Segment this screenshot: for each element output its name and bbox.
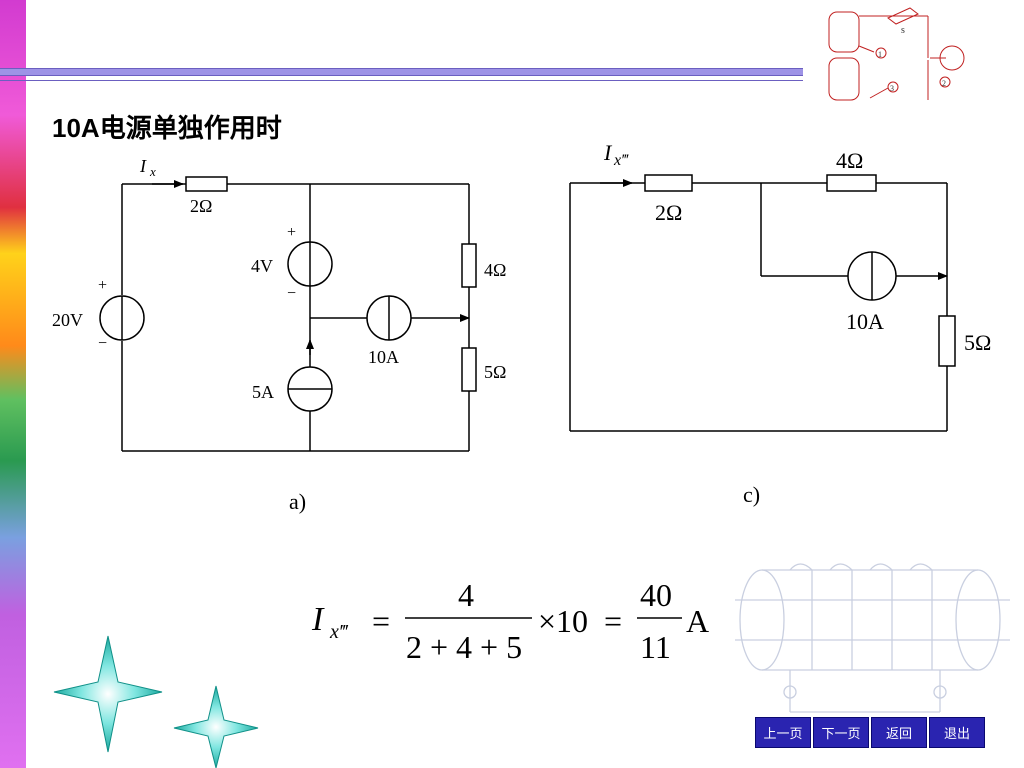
label-4v: 4V: [251, 256, 273, 276]
logo-switch-label: s: [901, 25, 905, 36]
formula-eq1: =: [372, 603, 390, 639]
formula-denominator: 2 + 4 + 5: [406, 629, 522, 665]
current-source-10a-a: [366, 295, 412, 341]
current-label-ix-a: I: [139, 156, 147, 176]
decorative-left-strip: [0, 0, 26, 768]
label-2-ohm-c: 2Ω: [655, 200, 682, 225]
logo-capacitor-bottom: [828, 57, 860, 101]
label-10a-c: 10A: [846, 309, 884, 334]
label-4-ohm-c: 4Ω: [836, 148, 863, 173]
header-rule-line: [0, 80, 803, 81]
formula-numerator: 4: [458, 577, 474, 613]
logo-mark-3: 3: [890, 84, 894, 93]
slide-title: 10A电源单独作用时: [52, 113, 282, 143]
current-subscript-c: x‴: [613, 152, 629, 169]
formula-lhs-subscript: x‴: [329, 621, 349, 643]
logo-switch: [887, 7, 919, 25]
logo-mark-2: 2: [942, 79, 946, 88]
caption-a: a): [289, 489, 307, 514]
resistor-5-ohm-c: [938, 315, 956, 367]
resistor-5-ohm-a: [461, 347, 477, 392]
label-5a: 5A: [252, 382, 274, 402]
back-button[interactable]: 返回: [871, 717, 927, 748]
label-20v: 20V: [52, 310, 83, 330]
prev-page-button[interactable]: 上一页: [755, 717, 811, 748]
resistor-2-ohm-a: [185, 176, 228, 192]
formula-result-denominator: 11: [640, 629, 671, 665]
resistor-4-ohm-c: [826, 174, 877, 192]
formula-lhs: I: [311, 601, 325, 638]
formula-unit: A: [686, 603, 709, 639]
star-icon-small: [173, 685, 259, 768]
logo-capacitor-top: [828, 11, 860, 53]
label-2-ohm-a: 2Ω: [190, 196, 212, 216]
label-4-ohm-a: 4Ω: [484, 260, 506, 280]
resistor-2-ohm-c: [644, 174, 693, 192]
current-subscript-a: x: [149, 164, 156, 179]
current-source-5a: [287, 366, 333, 412]
formula-times: ×10: [538, 603, 588, 639]
minus-4v: −: [287, 285, 296, 302]
plus-4v: +: [287, 224, 296, 241]
current-source-10a-c: [847, 251, 897, 301]
caption-c: c): [743, 482, 761, 507]
header-rule-bar: [0, 68, 803, 76]
voltage-source-4v: [287, 241, 333, 287]
resistor-4-ohm-a: [461, 243, 477, 288]
label-5-ohm-a: 5Ω: [484, 362, 506, 382]
formula-result-numerator: 40: [640, 577, 672, 613]
next-page-button[interactable]: 下一页: [813, 717, 869, 748]
star-icon-large: [53, 635, 163, 753]
label-5-ohm-c: 5Ω: [964, 330, 991, 355]
label-10a-a: 10A: [368, 347, 399, 367]
voltage-source-20v: [99, 295, 145, 341]
exit-button[interactable]: 退出: [929, 717, 985, 748]
plus-20v: +: [98, 277, 107, 294]
slide-navigation: 上一页 下一页 返回 退出: [755, 717, 987, 748]
logo-mark-1: 1: [878, 50, 882, 59]
minus-20v: −: [98, 335, 107, 352]
formula-eq2: =: [604, 603, 622, 639]
current-label-ix-c: I: [603, 140, 613, 165]
logo-bulb: [939, 45, 965, 71]
